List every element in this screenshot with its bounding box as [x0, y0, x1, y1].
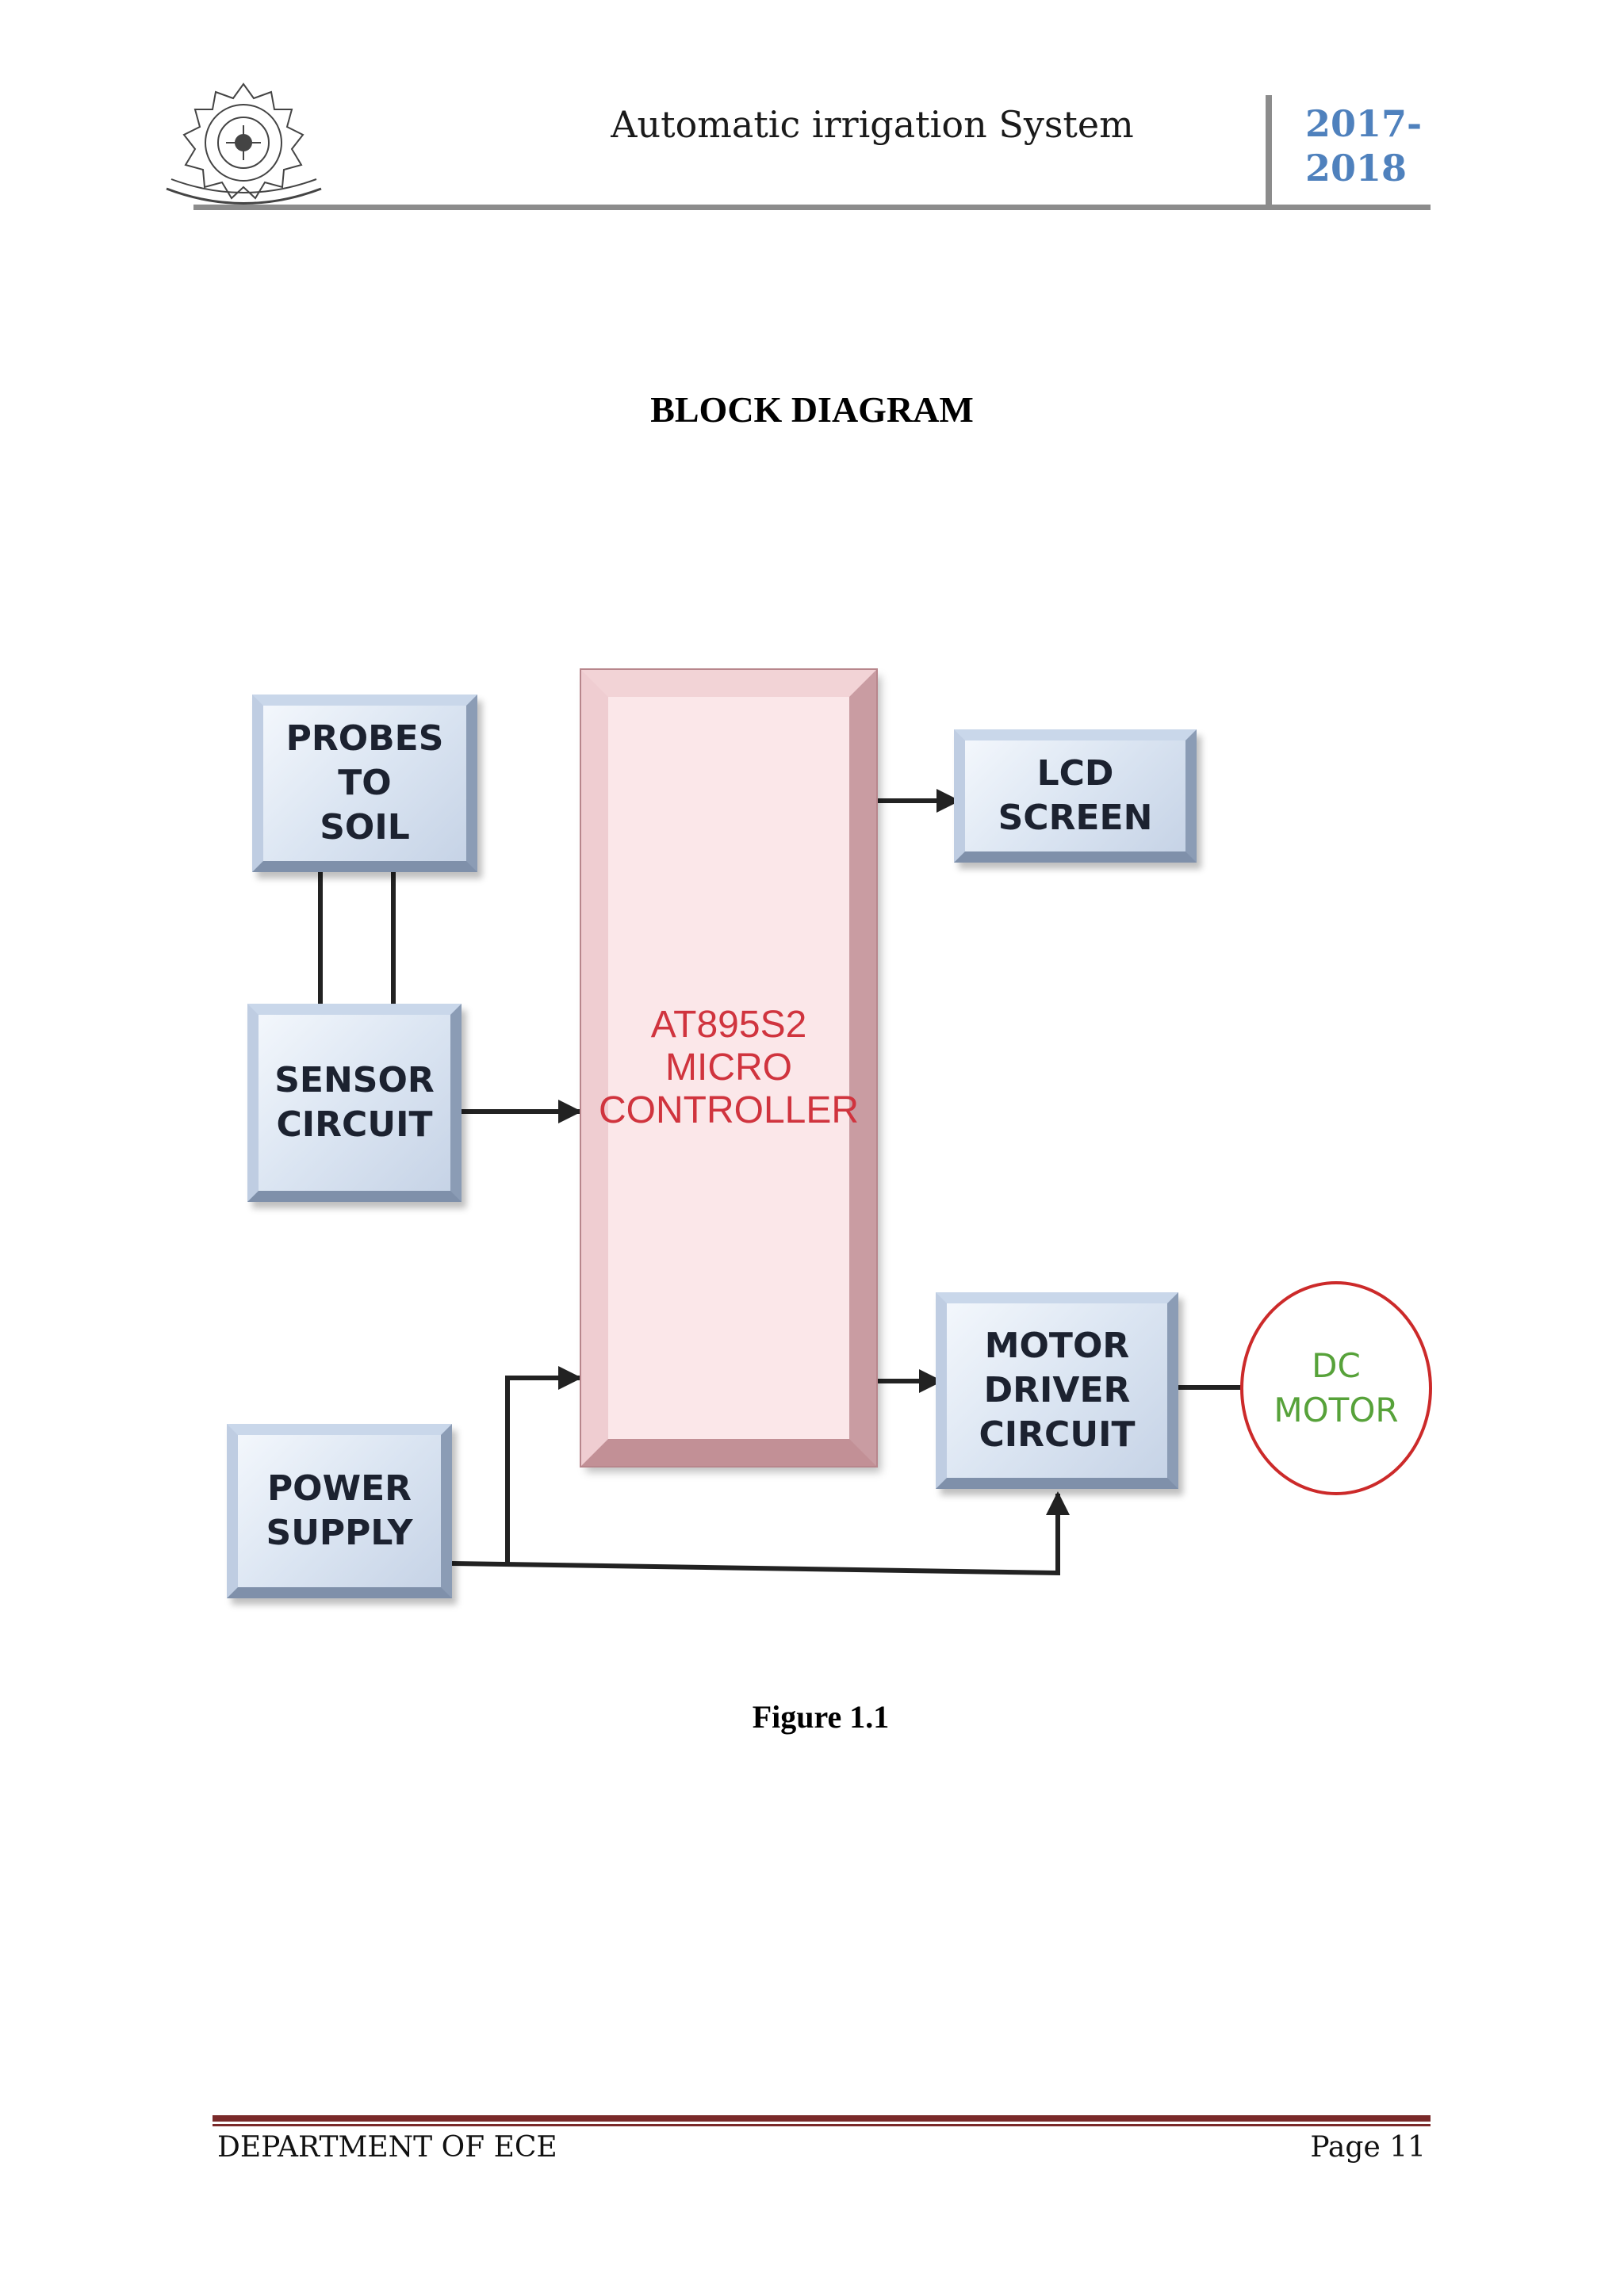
probes-label: PROBES TO SOIL [285, 718, 444, 848]
lcd-label: LCD SCREEN [998, 753, 1153, 838]
power-supply-block: POWER SUPPLY [227, 1424, 452, 1598]
motor-driver-label: MOTOR DRIVER CIRCUIT [979, 1326, 1136, 1455]
dc-motor-circle: DC MOTOR [1240, 1281, 1432, 1495]
footer-rule [213, 2115, 1431, 2122]
power-label: POWER SUPPLY [266, 1468, 413, 1553]
dc-motor-label: DC MOTOR [1274, 1346, 1399, 1429]
header-divider [1266, 95, 1272, 206]
power-bus-line [451, 1491, 1070, 1576]
microcontroller-label: AT895S2 MICRO CONTROLLER [598, 1004, 860, 1131]
institution-logo [159, 79, 329, 206]
document-title: Automatic irrigation System [611, 103, 1134, 146]
footer-department: DEPARTMENT OF ECE [217, 2131, 557, 2164]
power-to-mcu-arrow [505, 1366, 582, 1563]
figure-caption: Figure 1.1 [752, 1699, 890, 1735]
sensor-circuit-block: SENSOR CIRCUIT [247, 1004, 462, 1202]
section-title: BLOCK DIAGRAM [650, 389, 974, 430]
footer-rule-thin [213, 2124, 1431, 2126]
header-rule [193, 205, 1431, 210]
page-number: Page 11 [1310, 2131, 1426, 2164]
lcd-screen-block: LCD SCREEN [954, 729, 1197, 863]
academic-year: 2017- 2018 [1305, 102, 1423, 189]
microcontroller-block: AT895S2 MICRO CONTROLLER [581, 670, 876, 1466]
motor-driver-block: MOTOR DRIVER CIRCUIT [936, 1292, 1178, 1489]
probes-block: PROBES TO SOIL [252, 695, 477, 872]
sensor-label: SENSOR CIRCUIT [274, 1060, 435, 1145]
